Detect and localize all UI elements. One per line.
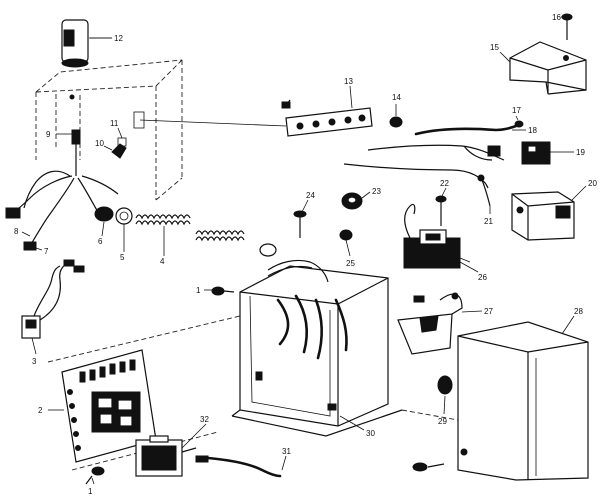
callout-15: 15 bbox=[490, 43, 499, 52]
callout-7: 7 bbox=[44, 247, 49, 256]
callout-2: 2 bbox=[38, 406, 43, 415]
part-19-sensor bbox=[521, 141, 566, 165]
control-box-outline bbox=[35, 59, 183, 201]
callout-labels: 12 9 10 11 8 7 6 5 4 3 2 1 1 32 31 30 24… bbox=[14, 13, 597, 496]
callout-19: 19 bbox=[576, 148, 585, 157]
part-30-cabinet bbox=[231, 259, 403, 437]
part-4-coil bbox=[135, 214, 277, 257]
part-24-screw bbox=[293, 210, 307, 238]
callout-16: 16 bbox=[552, 13, 561, 22]
cover-screw bbox=[412, 462, 445, 472]
part-23-bushing bbox=[341, 192, 363, 210]
callout-27: 27 bbox=[484, 307, 493, 316]
part-32-transformer bbox=[135, 435, 197, 477]
callout-8: 8 bbox=[14, 227, 19, 236]
part-26-motor bbox=[403, 203, 471, 269]
callout-29: 29 bbox=[438, 417, 447, 426]
callout-25: 25 bbox=[346, 259, 355, 268]
callout-10: 10 bbox=[95, 139, 104, 148]
part-1-screw-lower bbox=[85, 466, 105, 485]
part-5-grommet bbox=[115, 207, 133, 225]
part-22-screw bbox=[435, 195, 447, 226]
board-components bbox=[67, 359, 136, 451]
part-31-lead bbox=[195, 455, 282, 478]
callout-17: 17 bbox=[512, 106, 521, 115]
part-28-cover bbox=[401, 321, 589, 481]
part-6-fitting bbox=[94, 206, 114, 222]
callout-12: 12 bbox=[114, 34, 123, 43]
callout-21: 21 bbox=[484, 217, 493, 226]
part-17-18-wires bbox=[343, 120, 524, 189]
part-16-screw bbox=[561, 13, 573, 40]
part-10-wire-nut bbox=[111, 143, 127, 159]
callout-23: 23 bbox=[372, 187, 381, 196]
callout-3: 3 bbox=[32, 357, 37, 366]
part-29-bulb bbox=[437, 375, 453, 395]
part-12-capacitor bbox=[61, 19, 112, 68]
callout-1-lower: 1 bbox=[88, 487, 93, 496]
part-14-nut bbox=[389, 116, 403, 128]
part-9-switch bbox=[71, 129, 81, 176]
part-20-bracket bbox=[511, 191, 575, 241]
callout-18: 18 bbox=[528, 126, 537, 135]
callout-30: 30 bbox=[366, 429, 375, 438]
part-2-circuit-board bbox=[47, 315, 241, 471]
callout-31: 31 bbox=[282, 447, 291, 456]
callout-24: 24 bbox=[306, 191, 315, 200]
part-1-screw-upper bbox=[211, 286, 235, 296]
part-15-cover-plate bbox=[509, 41, 587, 95]
callout-20: 20 bbox=[588, 179, 597, 188]
part-27-bracket bbox=[397, 292, 463, 355]
callout-13: 13 bbox=[344, 77, 353, 86]
callout-32: 32 bbox=[200, 415, 209, 424]
callout-14: 14 bbox=[392, 93, 401, 102]
part-13-terminal-strip bbox=[139, 99, 373, 137]
leader-lines bbox=[21, 16, 587, 485]
callout-26: 26 bbox=[478, 273, 487, 282]
part-3-relay bbox=[21, 259, 85, 339]
callout-28: 28 bbox=[574, 307, 583, 316]
part-21-lead bbox=[477, 174, 491, 207]
callout-22: 22 bbox=[440, 179, 449, 188]
callout-11: 11 bbox=[110, 119, 119, 128]
callout-1-upper: 1 bbox=[196, 286, 201, 295]
part-25-nut bbox=[339, 229, 353, 241]
callout-6: 6 bbox=[98, 237, 103, 246]
callout-5: 5 bbox=[120, 253, 125, 262]
callout-4: 4 bbox=[160, 257, 165, 266]
callout-9: 9 bbox=[46, 130, 51, 139]
